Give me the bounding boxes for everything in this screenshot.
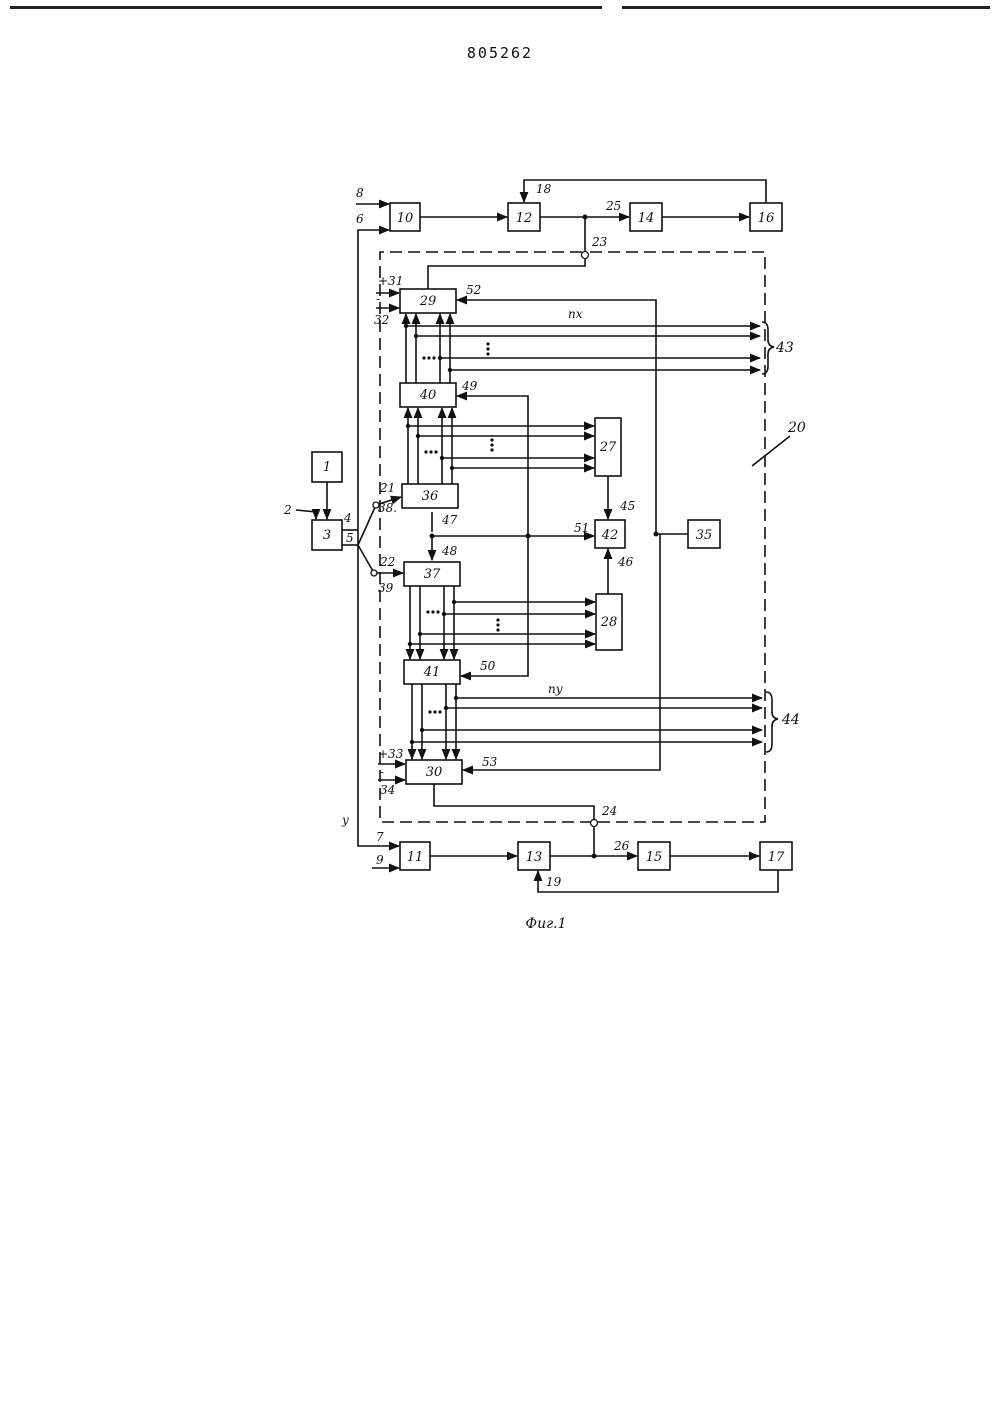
- block-29-label: 29: [419, 294, 437, 309]
- input-2-line: [296, 510, 316, 519]
- label-31: +31: [378, 274, 403, 288]
- brace-44: [766, 692, 778, 752]
- block-35-label: 35: [696, 528, 713, 543]
- block-40-label: 40: [419, 388, 437, 403]
- label-19: 19: [546, 875, 562, 889]
- label-9: 9: [376, 853, 384, 867]
- label-52: 52: [466, 283, 481, 297]
- label-49: 49: [461, 379, 478, 393]
- block-16-label: 16: [758, 211, 775, 226]
- label-2: 2: [283, 503, 292, 517]
- label-minus-top: -: [376, 292, 380, 306]
- block-13-label: 13: [526, 850, 543, 865]
- label-26: 26: [613, 839, 630, 853]
- line-30-to-24: [434, 784, 594, 820]
- block-30-label: 30: [426, 765, 443, 780]
- label-38: 38.: [378, 501, 397, 515]
- label-minus-bottom: -: [380, 765, 384, 779]
- label-39: 39: [378, 581, 394, 595]
- brace-43: [762, 322, 774, 374]
- terminal-23: [582, 252, 589, 259]
- block-1-label: 1: [323, 460, 331, 475]
- label-43: 43: [775, 340, 794, 356]
- label-21: 21: [379, 481, 395, 495]
- label-6: 6: [356, 212, 364, 226]
- label-20: 20: [787, 420, 806, 436]
- block-42-label: 42: [601, 528, 619, 543]
- terminal-39: [371, 570, 377, 576]
- terminal-24: [591, 820, 598, 827]
- leader-20: [752, 436, 790, 466]
- label-18: 18: [536, 182, 552, 196]
- label-y: у: [341, 813, 349, 827]
- label-33: +33: [378, 747, 404, 761]
- figure-caption: Фиг.1: [525, 916, 566, 932]
- label-32: 32: [374, 313, 389, 327]
- block-17-label: 17: [768, 850, 785, 865]
- block-3-label: 3: [323, 528, 331, 543]
- label-47: 47: [441, 513, 458, 527]
- line-49: [457, 396, 528, 536]
- feedback-19: [538, 870, 778, 892]
- block-10-label: 10: [397, 211, 414, 226]
- block-41-label: 41: [423, 665, 441, 680]
- label-7: 7: [376, 830, 384, 844]
- block-27-label: 27: [599, 440, 617, 455]
- line-53: [463, 534, 660, 770]
- label-4: 4: [343, 511, 352, 525]
- line-50: [461, 536, 528, 676]
- block-37-label: 37: [424, 567, 441, 582]
- label-46: 46: [617, 555, 634, 569]
- label-22: 22: [379, 555, 395, 569]
- label-44: 44: [781, 712, 800, 728]
- block-12-label: 12: [516, 211, 533, 226]
- block-36-label: 36: [422, 489, 439, 504]
- label-ny: пу: [548, 682, 563, 696]
- block-11-label: 11: [407, 850, 424, 865]
- label-48: 48: [441, 544, 458, 558]
- label-45: 45: [619, 499, 635, 513]
- block-14-label: 14: [638, 211, 655, 226]
- label-53: 53: [482, 755, 498, 769]
- label-34: 34: [380, 783, 395, 797]
- label-50: 50: [480, 659, 496, 673]
- line-23-to-29: [428, 258, 585, 289]
- label-8: 8: [356, 186, 364, 200]
- label-25: 25: [605, 199, 621, 213]
- label-51: 51: [574, 521, 589, 535]
- label-nx: пх: [568, 307, 583, 321]
- label-5: 5: [346, 531, 354, 545]
- feedback-18: [524, 180, 766, 203]
- block-28-label: 28: [600, 615, 618, 630]
- block-15-label: 15: [646, 850, 663, 865]
- label-23: 23: [591, 235, 608, 249]
- label-24: 24: [601, 804, 617, 818]
